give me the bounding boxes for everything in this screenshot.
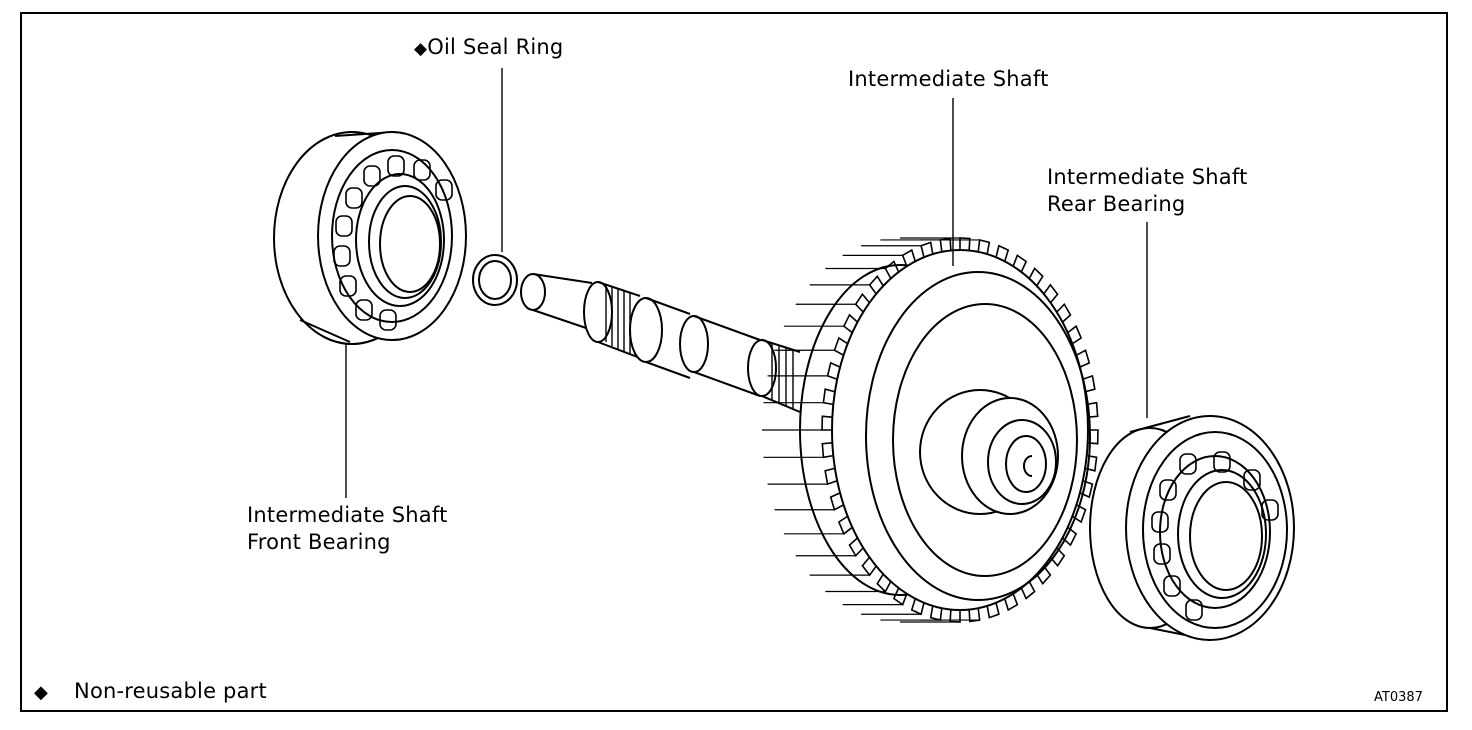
leader-lines	[346, 68, 1147, 498]
gear-tooth	[1068, 326, 1081, 344]
gear-tooth	[1057, 304, 1071, 322]
gear-tooth	[1083, 376, 1095, 392]
gear-tooth	[1037, 566, 1051, 584]
gear-tooth	[856, 294, 870, 312]
front-bearing-label-line2: Front Bearing	[247, 530, 391, 554]
gear-tooth	[931, 606, 942, 620]
gear-tooth	[828, 363, 840, 379]
oil-seal-ring-drawing	[473, 255, 517, 305]
rear-bearing-label-line2: Rear Bearing	[1047, 192, 1186, 216]
diagram-frame	[20, 12, 1448, 712]
gear-tooth	[978, 240, 989, 254]
gear-tooth	[1062, 527, 1076, 545]
gear-tooth	[844, 315, 858, 333]
figure-id: AT0387	[1374, 690, 1423, 705]
rear-bearing-label-line1: Intermediate Shaft	[1047, 165, 1248, 189]
intermediate-shaft-drawing	[521, 274, 800, 412]
gear-tooth	[1085, 456, 1097, 471]
rear-bearing-drawing	[1090, 416, 1294, 640]
gear-tooth	[839, 516, 852, 534]
gear-tooth	[1076, 350, 1089, 367]
gear-tooth	[894, 588, 907, 605]
front-bearing-label: Intermediate Shaft Front Bearing	[247, 502, 448, 556]
gear-tooth	[1080, 481, 1092, 497]
gear-tooth	[996, 246, 1008, 262]
gear-tooth	[903, 250, 916, 266]
gear-tooth	[940, 238, 951, 251]
gear-tooth	[862, 557, 876, 575]
gear-tooth	[885, 261, 898, 278]
gear-tooth	[1005, 594, 1018, 610]
non-reusable-diamond-icon: ◆	[414, 39, 428, 59]
gear-tooth	[1044, 285, 1058, 303]
gear-tooth	[831, 493, 844, 510]
intermediate-shaft-label: Intermediate Shaft	[848, 67, 1049, 91]
gear-tooth	[912, 599, 924, 615]
gear-tooth	[987, 603, 999, 618]
legend-text: Non-reusable part	[74, 679, 267, 703]
gear-tooth	[877, 574, 890, 591]
gear-tooth	[822, 443, 833, 457]
gear-tooth	[825, 468, 837, 484]
gear-drawing	[762, 238, 1098, 622]
gear-tooth	[870, 276, 884, 294]
legend: ◆ Non-reusable part	[34, 678, 267, 706]
front-bearing-drawing	[274, 132, 466, 344]
gear-tooth	[850, 538, 864, 556]
rear-bearing-label: Intermediate Shaft Rear Bearing	[1047, 164, 1248, 218]
gear-tooth	[1051, 548, 1065, 566]
gear-tooth	[834, 338, 847, 355]
gear-tooth	[1013, 255, 1026, 272]
gear-tooth	[822, 416, 832, 430]
gear-tooth	[823, 389, 835, 404]
gear-tooth	[1088, 430, 1098, 444]
oil-seal-ring-label: ◆Oil Seal Ring	[414, 35, 564, 59]
gear-tooth	[1087, 403, 1098, 417]
gear-tooth	[1021, 581, 1034, 598]
front-bearing-label-line1: Intermediate Shaft	[247, 503, 448, 527]
gear-tooth	[1072, 505, 1085, 522]
gear-tooth	[969, 608, 980, 621]
gear-tooth	[960, 238, 970, 250]
gear-tooth	[1029, 268, 1042, 285]
legend-diamond-icon: ◆	[34, 682, 49, 703]
gear-tooth	[921, 242, 933, 257]
